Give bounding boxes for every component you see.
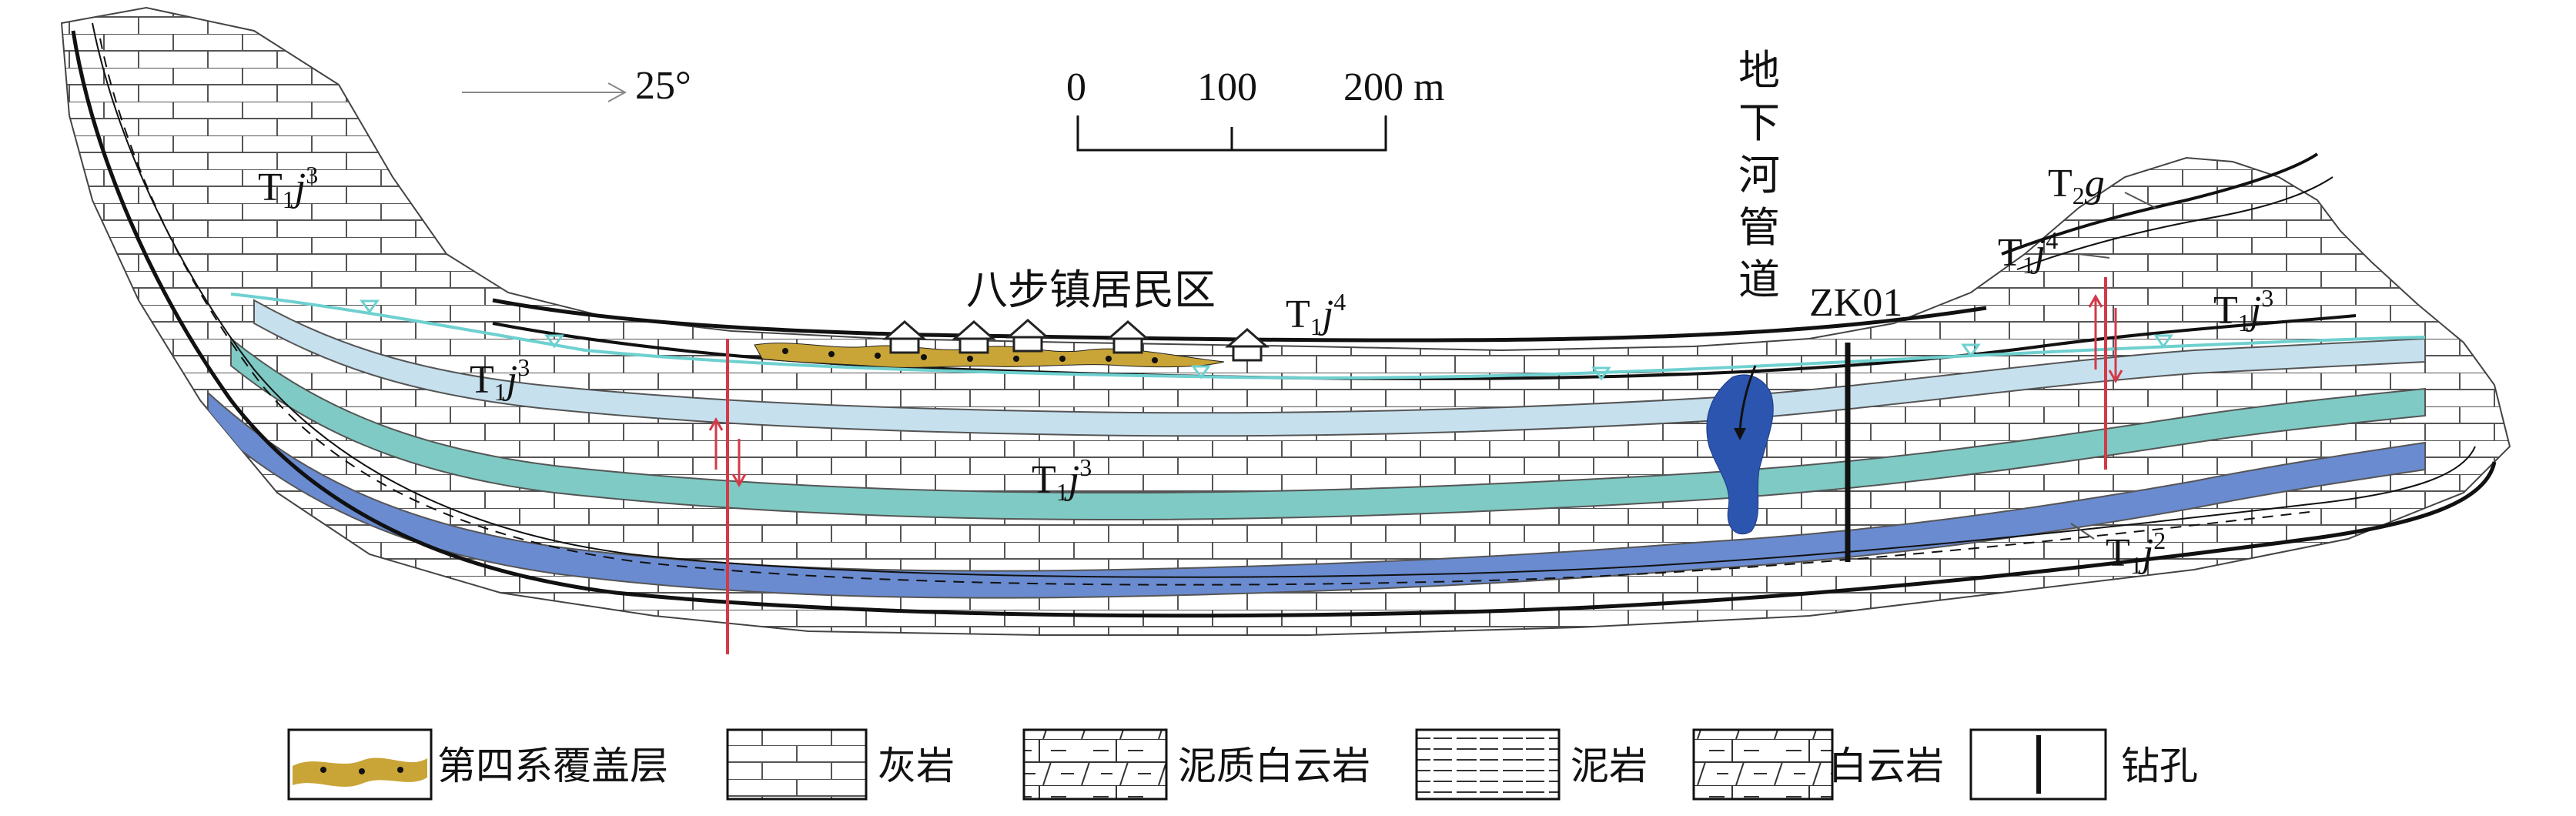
strata-sub: 1 <box>1056 478 1069 506</box>
legend: 第四系覆盖层 灰岩 泥质白云岩 泥岩 白云岩 钻孔 <box>287 728 2198 801</box>
faults <box>726 277 2107 654</box>
strata-sup: 2 <box>2153 527 2166 554</box>
strata-sub: 1 <box>283 186 295 213</box>
strata-italic: j <box>2246 289 2261 333</box>
fault-arrow-head <box>708 416 724 431</box>
borehole-icon <box>1969 728 2107 801</box>
mudstone-icon <box>1415 728 1561 801</box>
scale-tick-0: 0 <box>1066 65 1086 109</box>
river-char-1: 地 <box>1738 46 1780 95</box>
fault-arrow-head <box>731 473 747 488</box>
strata-italic: j <box>502 358 517 402</box>
legend-dolomite-label: 白云岩 <box>1828 744 1944 788</box>
legend-limestone-label: 灰岩 <box>878 744 955 788</box>
dolomite-icon <box>1692 728 1834 801</box>
strata-base: T <box>2106 531 2130 575</box>
strata-sup: 3 <box>1079 453 1092 481</box>
light-aquifer-band <box>253 299 2426 437</box>
strata-label-t1j3-left: T1j3 <box>470 353 530 406</box>
river-char-3: 河 <box>1738 151 1780 199</box>
legend-quaternary-label: 第四系覆盖层 <box>437 744 668 788</box>
label-leaders <box>2070 192 2156 540</box>
water-level-marker <box>1591 366 1611 381</box>
village-label: 八步镇居民区 <box>966 266 1216 314</box>
quaternary-cover-icon <box>287 728 433 801</box>
teal-aquifer-band <box>230 336 2426 521</box>
strata-label-t1j4-center: T1j4 <box>1286 288 1346 340</box>
blue-aquifer-band <box>207 390 2426 599</box>
strata-italic: j <box>290 166 306 209</box>
strata-sup: 3 <box>2261 284 2273 312</box>
river-char-2: 下 <box>1738 99 1780 147</box>
strata-italic: j <box>1318 293 1333 336</box>
water-level-marker <box>2153 334 2173 349</box>
strata-sub: 1 <box>2022 251 2035 279</box>
strata-sub: 1 <box>2238 309 2250 336</box>
strata-label-t1j3-right: T1j3 <box>2213 284 2273 336</box>
strata-sub: 2 <box>2073 182 2085 209</box>
underground-river-conduit <box>1706 374 1774 535</box>
strata-sub: 1 <box>1310 313 1323 340</box>
strata-base: T <box>1998 231 2022 275</box>
legend-mudstone-label: 泥岩 <box>1571 744 1648 788</box>
strata-sub: 1 <box>494 378 507 406</box>
orientation-arrow <box>462 82 627 102</box>
strata-label-t1j3-center: T1j3 <box>1032 453 1092 506</box>
limestone-icon <box>726 728 868 801</box>
strata-sup: 3 <box>517 353 530 381</box>
borehole-label: ZK01 <box>1809 281 1902 325</box>
scale-tick-200: 200 m <box>1343 65 1444 109</box>
water-level-marker <box>1961 343 1981 358</box>
strata-sup: 4 <box>2046 226 2058 254</box>
strata-sup: 3 <box>306 161 318 189</box>
water-level-markers <box>360 299 2173 381</box>
argillaceous-dolomite-icon <box>1022 728 1168 801</box>
strata-base: T <box>1032 458 1056 502</box>
water-level-marker <box>360 299 380 314</box>
water-level-marker <box>544 334 564 349</box>
quaternary-dots <box>782 348 1158 363</box>
strata-sub: 1 <box>2130 551 2143 579</box>
scale-tick-100: 100 <box>1197 65 1257 109</box>
strata-label-t1j3-upper-left: T1j3 <box>258 161 318 213</box>
strata-base: T <box>1286 293 1310 336</box>
water-level-marker <box>1191 365 1211 380</box>
orientation-label: 25° <box>635 64 691 108</box>
strata-base: T <box>2213 289 2238 333</box>
strata-italic: j <box>2030 231 2046 275</box>
strata-sup: 4 <box>1333 288 1346 316</box>
fault-arrow-head <box>2088 293 2103 308</box>
strata-italic: j <box>1064 458 1079 502</box>
strata-base: T <box>2048 162 2073 206</box>
river-char-4: 管 <box>1738 203 1780 252</box>
strata-base: T <box>470 358 494 402</box>
river-char-5: 道 <box>1738 256 1780 304</box>
village-houses <box>882 319 1270 362</box>
strata-base: T <box>258 166 283 209</box>
legend-argillaceous-dolomite-label: 泥质白云岩 <box>1178 744 1370 788</box>
strata-italic: g <box>2085 162 2105 206</box>
legend-borehole-label: 钻孔 <box>2121 744 2198 788</box>
strata-label-t1j2-right: T1j2 <box>2106 527 2166 579</box>
underground-river-pointer <box>1738 365 1757 432</box>
scale-bar <box>1076 115 1387 152</box>
aquifer-bands <box>207 299 2426 599</box>
strata-label-t2g-right: T2g <box>2048 162 2105 209</box>
underground-river-label: 地 下 河 管 道 <box>1738 46 1780 304</box>
fault-arrow-head <box>2108 370 2123 384</box>
strata-label-t1j4-right: T1j4 <box>1998 226 2058 279</box>
strata-italic: j <box>2138 531 2153 575</box>
fault-arrows <box>708 293 2123 488</box>
water-table <box>230 293 2426 380</box>
